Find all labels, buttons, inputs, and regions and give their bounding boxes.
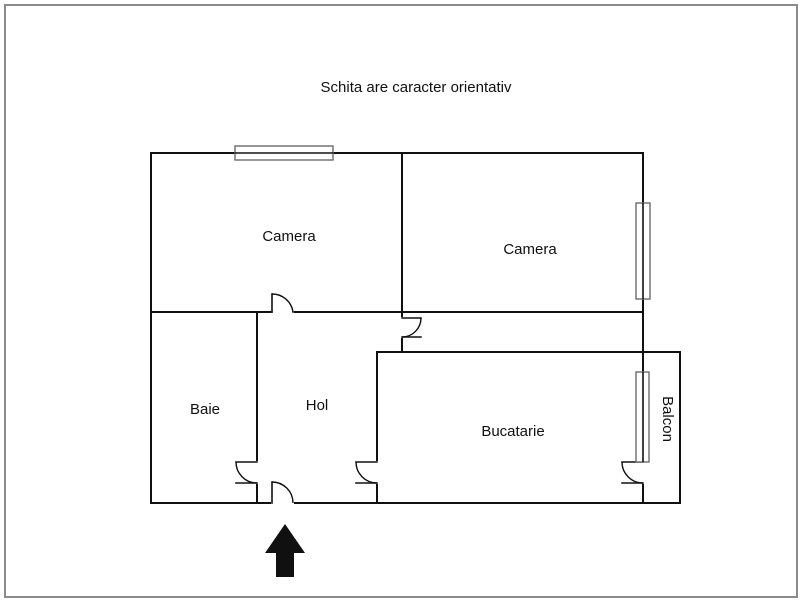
entrance-arrow <box>265 524 305 577</box>
door-entrance <box>271 481 294 509</box>
door-bucatarie-to-hol <box>355 461 383 484</box>
room-label-camera-left: Camera <box>262 228 316 245</box>
door-balcon-to-bucatarie <box>621 461 649 484</box>
window-camera-left-north <box>234 145 334 161</box>
door-baie-to-hol <box>235 461 263 484</box>
door-group <box>150 293 649 509</box>
room-label-group: Camera Camera Baie Hol Bucatarie Balcon <box>190 228 676 442</box>
plan-title: Schita are caracter orientativ <box>321 79 512 96</box>
window-camera-right-east <box>635 202 651 300</box>
image-frame-border <box>4 4 798 598</box>
door-camera-right-to-hol <box>396 317 422 338</box>
room-label-camera-right: Camera <box>503 241 557 258</box>
room-label-hol: Hol <box>306 397 329 414</box>
room-label-balcon: Balcon <box>659 396 676 442</box>
window-group <box>234 145 651 463</box>
room-label-baie: Baie <box>190 401 220 418</box>
window-balcon-east <box>635 371 650 463</box>
wall-group <box>150 152 681 504</box>
door-camera-left-to-hol <box>150 293 294 318</box>
room-label-bucatarie: Bucatarie <box>481 423 544 440</box>
